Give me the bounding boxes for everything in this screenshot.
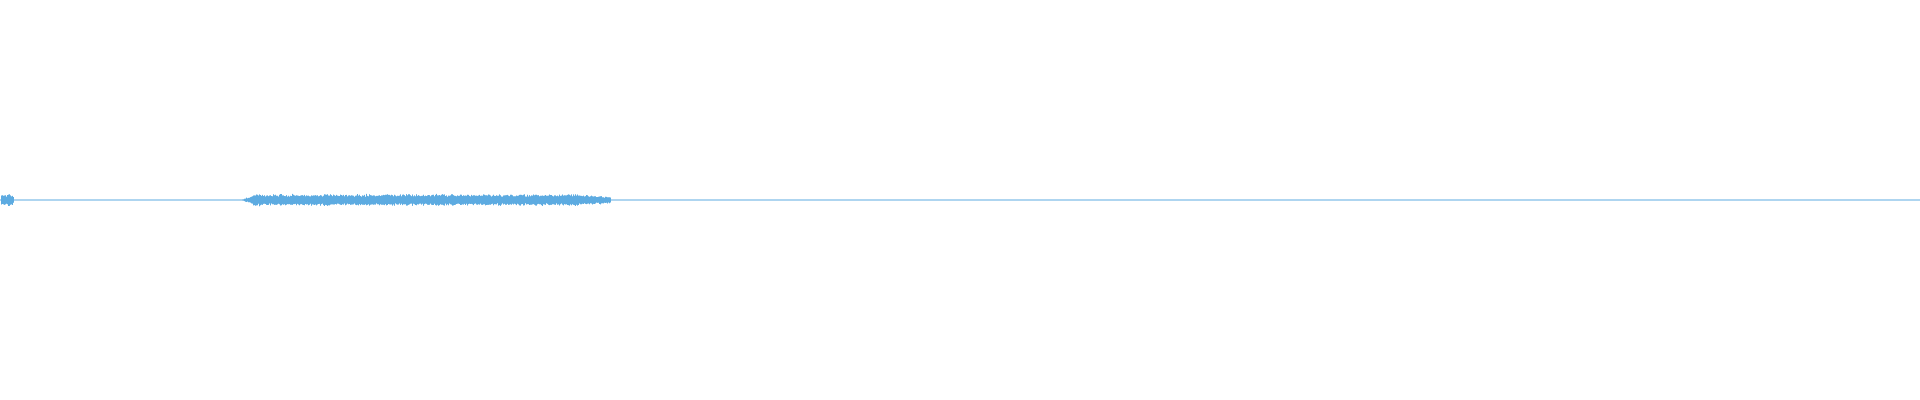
- waveform-signal: [0, 194, 1920, 207]
